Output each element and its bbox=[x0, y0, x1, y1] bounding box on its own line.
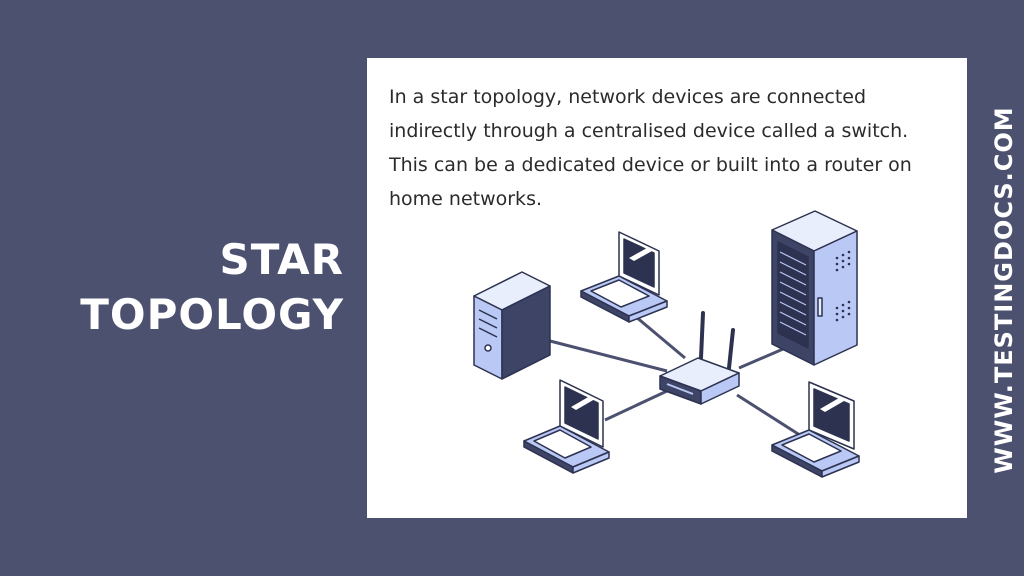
title-line-star: STAR bbox=[219, 235, 344, 284]
laptop-bottom-left-icon bbox=[523, 379, 610, 474]
router-switch-icon bbox=[659, 311, 740, 405]
server-rack-icon bbox=[771, 210, 858, 366]
description-text: In a star topology, network devices are … bbox=[389, 86, 912, 210]
cable-laptop-bottom-left bbox=[604, 389, 668, 422]
laptop-top-icon bbox=[580, 231, 668, 323]
title-line-topology: TOPOLOGY bbox=[80, 290, 344, 339]
cable-desktop bbox=[549, 339, 668, 373]
website-watermark: WWW.TESTINGDOCS.COM bbox=[990, 106, 1018, 474]
cable-laptop-top bbox=[634, 314, 686, 360]
star-topology-diagram bbox=[473, 210, 860, 478]
slide-title: STAR TOPOLOGY bbox=[80, 232, 344, 342]
content-panel: In a star topology, network devices are … bbox=[367, 58, 967, 518]
desktop-tower-icon bbox=[473, 271, 551, 380]
laptop-bottom-right-icon bbox=[771, 381, 860, 478]
